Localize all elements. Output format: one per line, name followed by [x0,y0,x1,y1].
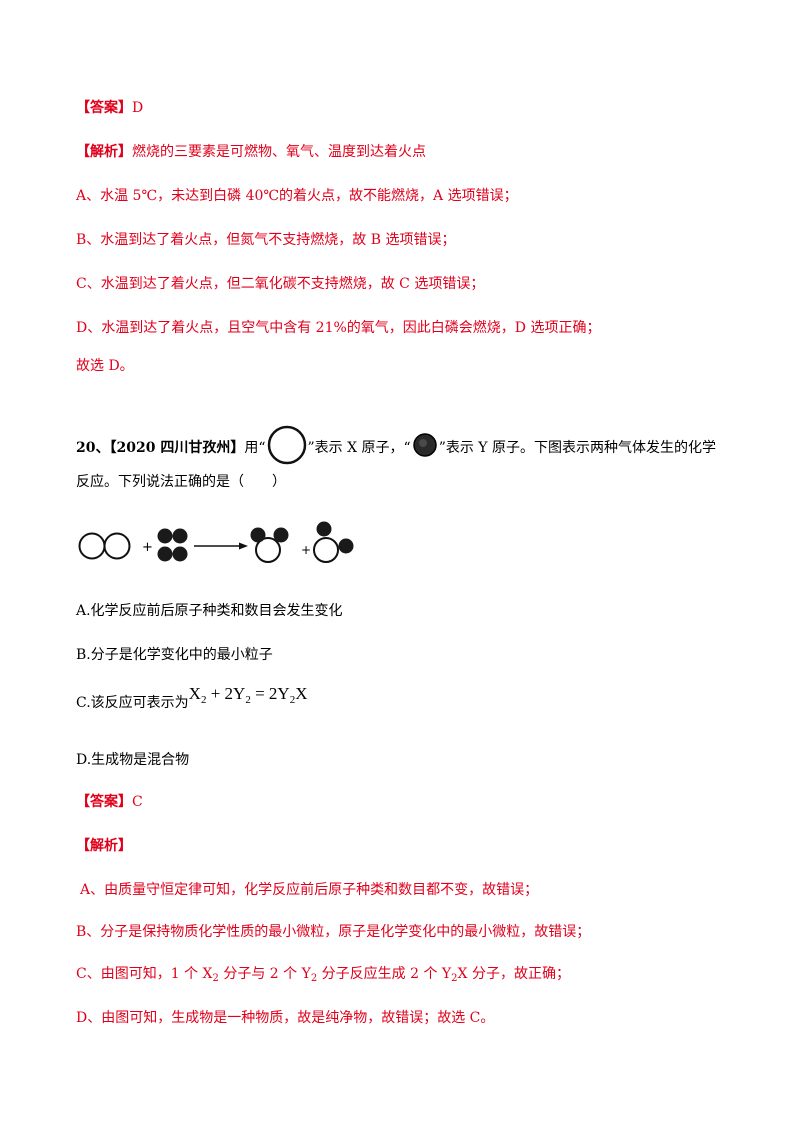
plus-sign-1: + [142,540,153,555]
question-source: 【2020 四川甘孜州】 [109,440,245,456]
question-number: 20、 [76,440,110,456]
y2x-molecule-2 [313,521,354,563]
explanation-c: C、由图可知，1 个 X2 分子与 2 个 Y2 分子反应生成 2 个 Y2X … [76,966,570,984]
analysis-tag: 【解析】 [76,838,132,854]
q20-stem-line2: 反应。下列说法正确的是（ ） [76,474,286,490]
y2x-molecule-1 [250,527,289,563]
stem-part1: 用“ [244,440,266,456]
q19-analysis: 【解析】燃烧的三要素是可燃物、氧气、温度到达着火点 [76,142,426,162]
stem-part3: ”表示 Y 原子。下图表示两种气体发生的化学 [438,440,716,456]
plus-sign-2: + [301,543,311,557]
q19-line-d: D、水温到达了着火点，且空气中含有 21%的氧气，因此白磷会燃烧，D 选项正确； [76,320,601,336]
option-d: D.生成物是混合物 [76,752,190,768]
x-atom-icon [266,424,308,472]
q19-line-a: A、水温 5℃，未达到白磷 40℃的着火点，故不能燃烧，A 选项错误； [76,188,518,204]
explanation-d: D、由图可知，生成物是一种物质，故是纯净物，故错误；故选 C。 [76,1010,495,1026]
q20-stem-line1: 20、【2020 四川甘孜州】用“ ”表示 X 原子，“ ”表示 Y 原子。下图表示… [76,424,716,472]
q19-answer: 【答案】D [76,98,143,118]
analysis-intro: 燃烧的三要素是可燃物、氧气、温度到达着火点 [132,144,426,160]
reaction-arrow-icon [194,542,248,550]
reaction-diagram: + + [76,518,366,574]
answer-tag: 【答案】 [76,794,132,810]
q19-line-b: B、水温到达了着火点，但氮气不支持燃烧，故 B 选项错误； [76,232,456,248]
option-c: C.该反应可表示为X2 + 2Y2 = 2Y2X [76,684,307,718]
explanation-b: B、分子是保持物质化学性质的最小微粒，原子是化学变化中的最小微粒，故错误； [76,924,591,940]
answer-value: D [132,100,144,116]
x2-molecule [78,532,131,560]
answer-value: C [132,794,143,810]
analysis-tag: 【解析】 [76,144,132,160]
reaction-equation: X2 + 2Y2 = 2Y2X [188,684,308,706]
q20-answer: 【答案】C [76,792,143,812]
option-b: B.分子是化学变化中的最小粒子 [76,647,273,663]
q19-conclusion: 故选 D。 [76,358,134,374]
stem-part2: ”表示 X 原子，“ [307,440,411,456]
q19-line-c: C、水温到达了着火点，但二氧化碳不支持燃烧，故 C 选项错误； [76,276,485,292]
q20-analysis: 【解析】 [76,836,132,856]
y-atom-icon [411,431,439,465]
y2-molecules [157,528,188,562]
explanation-a: A、由质量守恒定律可知，化学反应前后原子种类和数目都不变，故错误； [80,882,539,898]
option-a: A.化学反应前后原子种类和数目会发生变化 [76,603,343,619]
answer-tag: 【答案】 [76,100,132,116]
option-c-prefix: C.该反应可表示为 [76,695,189,711]
